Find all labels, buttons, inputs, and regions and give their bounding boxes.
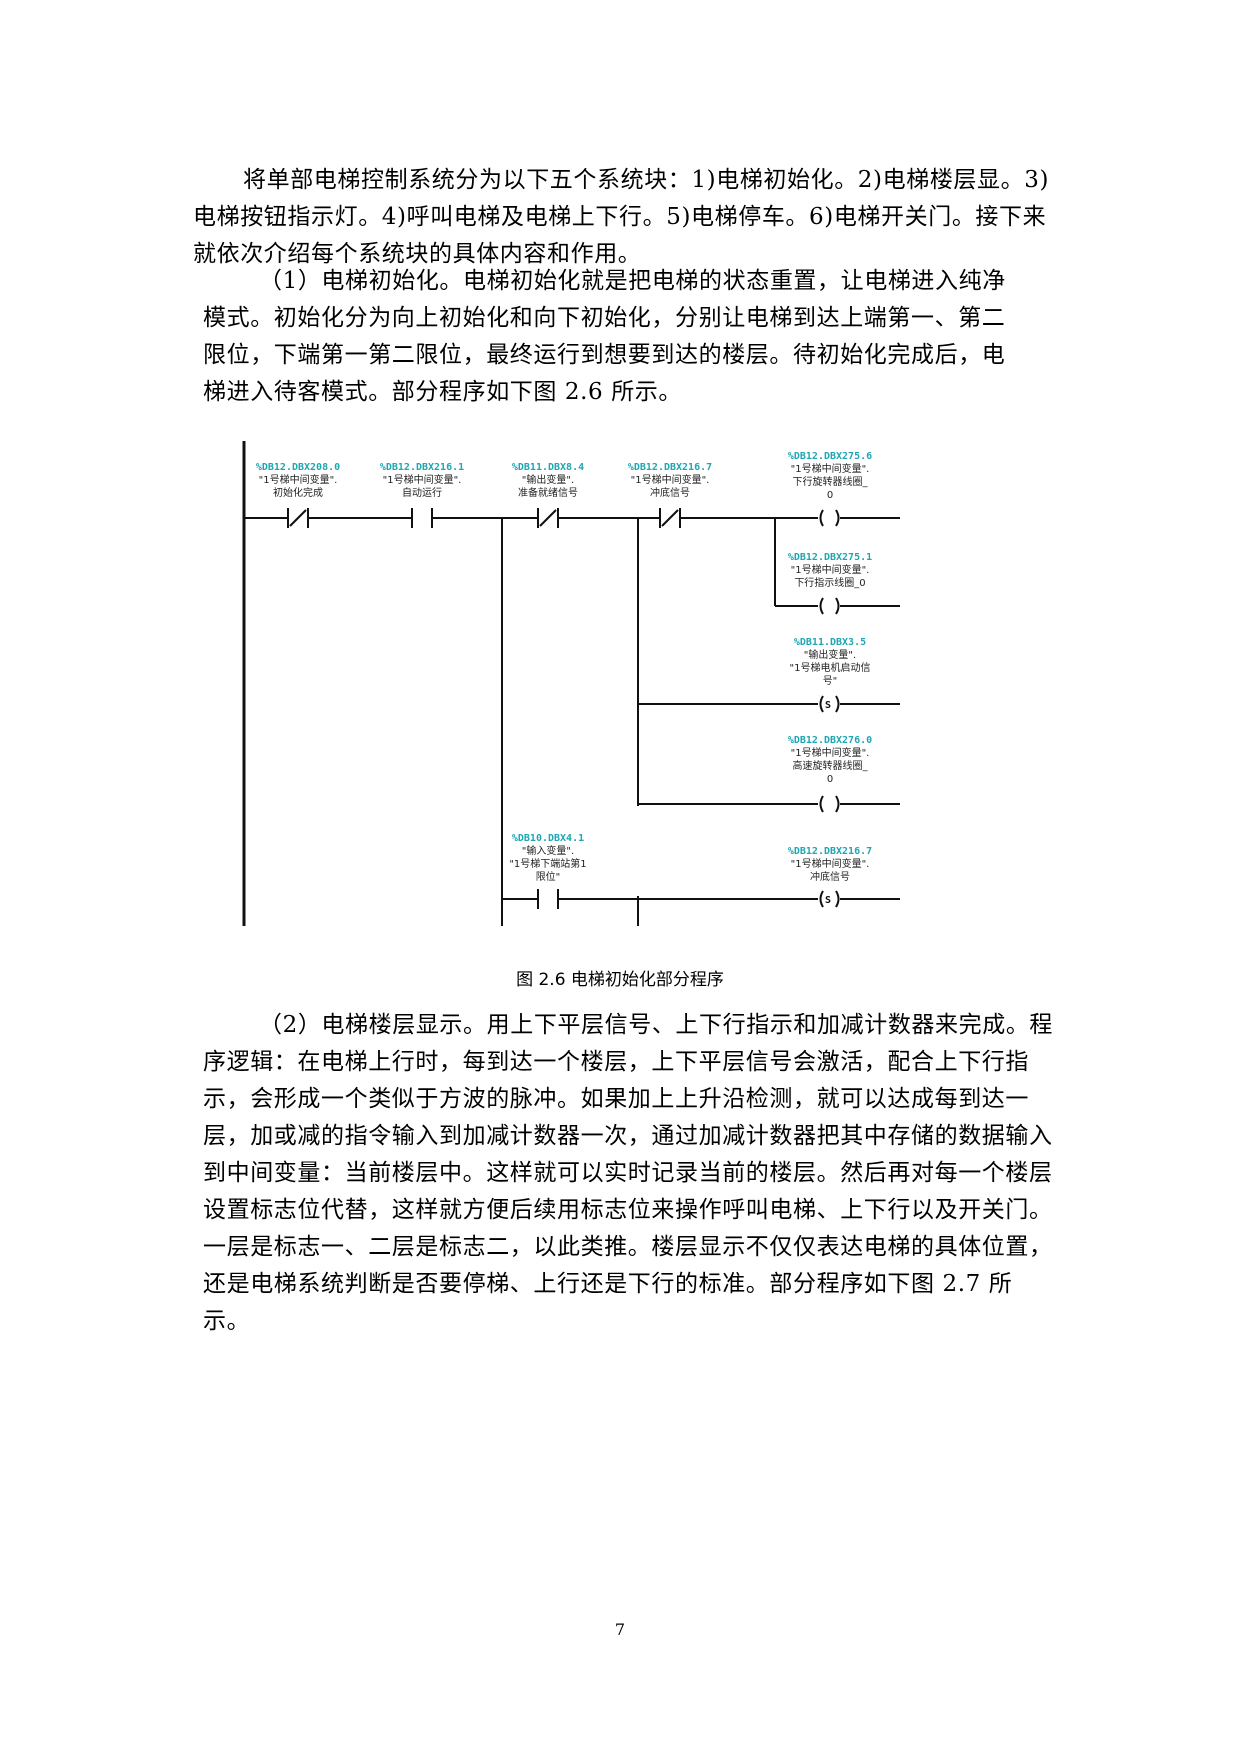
coil-bottom-signal-set: S: [819, 890, 840, 908]
svg-text:%DB12.DBX216.1: %DB12.DBX216.1: [380, 462, 464, 473]
contact-no-auto-run: [411, 508, 433, 528]
svg-text:高速旋转器线圈_: 高速旋转器线圈_: [793, 759, 869, 772]
svg-text:限位": 限位": [536, 870, 561, 883]
svg-text:下行旋转器线圈_: 下行旋转器线圈_: [793, 475, 869, 488]
ladder-diagram-figure: S S %DB12.DBX208.0 "1号梯中间变量". 初始化完成: [240, 436, 1005, 931]
svg-text:%DB10.DBX4.1: %DB10.DBX4.1: [512, 833, 584, 844]
svg-text:"1号梯中间变量".: "1号梯中间变量".: [383, 473, 462, 486]
svg-text:冲底信号: 冲底信号: [650, 486, 690, 499]
svg-text:%DB12.DBX275.6: %DB12.DBX275.6: [788, 451, 872, 462]
svg-text:"1号梯下端站第1: "1号梯下端站第1: [509, 857, 586, 870]
svg-text:S: S: [825, 700, 831, 711]
label-contact-bottom-signal: %DB12.DBX216.7 "1号梯中间变量". 冲底信号: [628, 462, 712, 499]
svg-text:0: 0: [827, 490, 833, 501]
svg-text:%DB11.DBX8.4: %DB11.DBX8.4: [512, 462, 584, 473]
svg-text:"1号梯中间变量".: "1号梯中间变量".: [259, 473, 338, 486]
coil-motor-start-set: S: [819, 695, 840, 713]
label-coil-high-speed: %DB12.DBX276.0 "1号梯中间变量". 高速旋转器线圈_ 0: [788, 735, 872, 785]
svg-text:"1号梯中间变量".: "1号梯中间变量".: [791, 746, 870, 759]
svg-text:"1号梯中间变量".: "1号梯中间变量".: [791, 857, 870, 870]
init-paragraph: （1）电梯初始化。电梯初始化就是把电梯的状态重置，让电梯进入纯净模式。初始化分为…: [203, 268, 1006, 405]
svg-text:S: S: [825, 895, 831, 906]
svg-text:"1号梯中间变量".: "1号梯中间变量".: [791, 462, 870, 475]
coil-high-speed: [819, 795, 840, 813]
svg-text:"输出变量".: "输出变量".: [522, 473, 574, 486]
label-coil-down-indicator: %DB12.DBX275.1 "1号梯中间变量". 下行指示线圈_0: [788, 552, 872, 589]
svg-text:%DB11.DBX3.5: %DB11.DBX3.5: [794, 637, 866, 648]
coil-down-rotator: [819, 509, 840, 527]
label-coil-motor-start: %DB11.DBX3.5 "输出变量". "1号梯电机启动信 号": [790, 637, 871, 687]
label-contact-ready: %DB11.DBX8.4 "输出变量". 准备就绪信号: [512, 462, 584, 499]
label-coil-down-rotator: %DB12.DBX275.6 "1号梯中间变量". 下行旋转器线圈_ 0: [788, 451, 872, 501]
svg-text:下行指示线圈_0: 下行指示线圈_0: [794, 576, 865, 589]
label-coil-bottom-signal: %DB12.DBX216.7 "1号梯中间变量". 冲底信号: [788, 846, 872, 883]
svg-text:%DB12.DBX276.0: %DB12.DBX276.0: [788, 735, 872, 746]
figure-caption: 图 2.6 电梯初始化部分程序: [516, 970, 724, 990]
label-contact-init-done: %DB12.DBX208.0 "1号梯中间变量". 初始化完成: [256, 462, 340, 499]
svg-text:%DB12.DBX275.1: %DB12.DBX275.1: [788, 552, 872, 563]
svg-text:"1号梯中间变量".: "1号梯中间变量".: [791, 563, 870, 576]
svg-text:"输入变量".: "输入变量".: [522, 844, 574, 857]
svg-text:初始化完成: 初始化完成: [273, 486, 323, 499]
floor-display-paragraph: （2）电梯楼层显示。用上下平层信号、上下行指示和加减计数器来完成。程序逻辑：在电…: [203, 1012, 1054, 1334]
intro-paragraph: 将单部电梯控制系统分为以下五个系统块：1)电梯初始化。2)电梯楼层显。3)电梯按…: [193, 167, 1050, 267]
page-number: 7: [614, 1620, 626, 1639]
coil-down-indicator: [819, 597, 840, 615]
label-contact-auto-run: %DB12.DBX216.1 "1号梯中间变量". 自动运行: [380, 462, 464, 499]
svg-text:%DB12.DBX216.7: %DB12.DBX216.7: [788, 846, 872, 857]
label-contact-lower-limit: %DB10.DBX4.1 "输入变量". "1号梯下端站第1 限位": [509, 833, 586, 883]
svg-text:"1号梯中间变量".: "1号梯中间变量".: [631, 473, 710, 486]
svg-text:"输出变量".: "输出变量".: [804, 648, 856, 661]
svg-text:号": 号": [823, 675, 838, 687]
svg-text:%DB12.DBX208.0: %DB12.DBX208.0: [256, 462, 340, 473]
svg-text:0: 0: [827, 774, 833, 785]
contact-nc-init-done: [287, 508, 309, 528]
svg-text:准备就绪信号: 准备就绪信号: [518, 486, 578, 499]
svg-text:自动运行: 自动运行: [402, 486, 442, 499]
svg-text:%DB12.DBX216.7: %DB12.DBX216.7: [628, 462, 712, 473]
contact-nc-ready: [537, 508, 559, 528]
contact-no-lower-limit: [537, 889, 559, 909]
svg-text:冲底信号: 冲底信号: [810, 870, 850, 883]
svg-text:"1号梯电机启动信: "1号梯电机启动信: [790, 661, 871, 674]
contact-nc-bottom-signal: [659, 508, 681, 528]
